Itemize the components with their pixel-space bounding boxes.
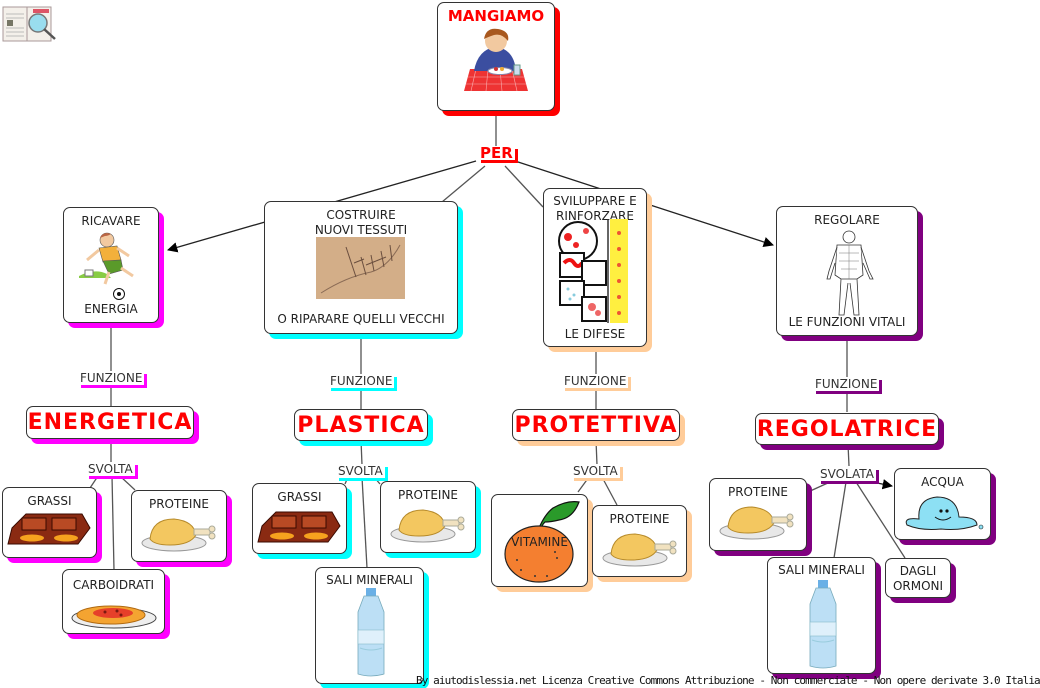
item-label-2: ORMONI (892, 579, 944, 593)
roast-chicken-icon (390, 509, 465, 543)
item-label: PROTEINE (727, 485, 789, 499)
item-dagli-ormoni[interactable]: DAGLI ORMONI (885, 558, 951, 598)
item-vitamine[interactable]: VITAMINE (491, 494, 588, 587)
license-footer: By aiutodislessia.net Licenza Creative C… (416, 674, 1040, 687)
item-grassi[interactable]: GRASSI (2, 487, 97, 558)
link-funzione[interactable]: FUNZIONE (813, 377, 880, 391)
water-bottle-icon (357, 588, 385, 677)
chocolate-bar-icon (7, 513, 91, 545)
purpose-top-label: COSTRUIRE (326, 208, 396, 222)
man-eating-icon (464, 28, 528, 92)
purpose-node-energia[interactable]: RICAVARE ENERGIA (63, 207, 159, 323)
roast-chicken-icon (141, 518, 216, 552)
item-sali-minerali[interactable]: SALI MINERALI (767, 557, 876, 674)
orange-fruit-icon (504, 501, 580, 583)
item-label: DAGLI (899, 564, 937, 578)
line-per-tessuti (441, 165, 486, 203)
purpose-node-vitali[interactable]: REGOLARE LE FUNZIONI VITALI (776, 206, 918, 336)
book-magnifier-icon (2, 6, 56, 42)
item-label: PROTEINE (609, 512, 670, 526)
roast-chicken-icon (719, 506, 794, 540)
item-label: CARBOIDRATI (72, 578, 155, 592)
link-funzione[interactable]: FUNZIONE (562, 374, 629, 388)
link-svolta[interactable]: SVOLTA (571, 464, 620, 478)
purpose-bottom-label: LE DIFESE (564, 327, 626, 341)
chocolate-bar-icon (257, 511, 341, 543)
link-svolta[interactable]: SVOLTA (86, 462, 135, 476)
item-label: PROTEINE (148, 497, 210, 511)
roast-chicken-icon (602, 533, 677, 567)
item-label: ACQUA (921, 475, 964, 489)
purpose-top-label: RICAVARE (81, 214, 141, 228)
purpose-top-label: SVILUPPARE E (553, 194, 637, 208)
item-carboidrati[interactable]: CARBOIDRATI (62, 569, 165, 634)
link-funzione[interactable]: FUNZIONE (78, 371, 145, 385)
function-node-energetica[interactable]: ENERGETICA (26, 406, 194, 439)
function-label: ENERGETICA (27, 410, 193, 435)
purpose-bottom-label: O RIPARARE QUELLI VECCHI (277, 312, 445, 326)
item-label: PROTEINE (397, 488, 459, 502)
item-proteine[interactable]: PROTEINE (592, 505, 687, 577)
purpose-top-label: REGOLARE (814, 213, 880, 227)
function-label: PLASTICA (297, 412, 425, 438)
function-node-regolatrice[interactable]: REGOLATRICE (755, 413, 939, 445)
purpose-node-tessuti[interactable]: COSTRUIRE NUOVI TESSUTI O RIPARARE QUELL… (264, 201, 458, 334)
link-per[interactable]: PER (478, 144, 515, 162)
item-proteine[interactable]: PROTEINE (709, 478, 807, 551)
link-funzione[interactable]: FUNZIONE (328, 374, 395, 388)
pizza-icon (71, 605, 157, 629)
water-bottle-icon (809, 580, 837, 669)
function-node-plastica[interactable]: PLASTICA (294, 409, 428, 441)
function-label: PROTETTIVA (514, 412, 678, 438)
water-drop-character-icon (905, 496, 984, 530)
root-title: MANGIAMO (447, 7, 545, 25)
blood-cells-icon (558, 219, 628, 323)
human-anatomy-icon (826, 230, 874, 316)
item-proteine[interactable]: PROTEINE (380, 481, 476, 553)
link-svolta[interactable]: SVOLTA (336, 464, 385, 478)
item-label: VITAMINE (511, 535, 568, 549)
purpose-top-label-2: NUOVI TESSUTI (314, 223, 408, 237)
item-label: GRASSI (277, 490, 322, 504)
link-svolata[interactable]: SVOLATA (818, 467, 876, 481)
item-grassi[interactable]: GRASSI (252, 483, 347, 554)
item-acqua[interactable]: ACQUA (894, 468, 991, 540)
line-per-difese (504, 165, 544, 208)
item-sali-minerali[interactable]: SALI MINERALI (315, 567, 424, 684)
boy-kicking-ball-icon (79, 232, 134, 300)
item-label: GRASSI (27, 494, 72, 508)
item-proteine[interactable]: PROTEINE (131, 490, 227, 562)
logo[interactable] (2, 2, 58, 44)
item-label: SALI MINERALI (778, 563, 865, 577)
stitched-wound-icon (316, 237, 405, 299)
purpose-bottom-label: LE FUNZIONI VITALI (788, 315, 906, 329)
item-label: SALI MINERALI (326, 573, 413, 587)
function-label: REGOLATRICE (756, 416, 938, 442)
function-node-protettiva[interactable]: PROTETTIVA (512, 409, 680, 441)
purpose-bottom-label: ENERGIA (84, 302, 138, 316)
root-node[interactable]: MANGIAMO (437, 2, 555, 111)
purpose-node-difese[interactable]: SVILUPPARE E RINFORZARE LE DIFESE (543, 188, 647, 347)
